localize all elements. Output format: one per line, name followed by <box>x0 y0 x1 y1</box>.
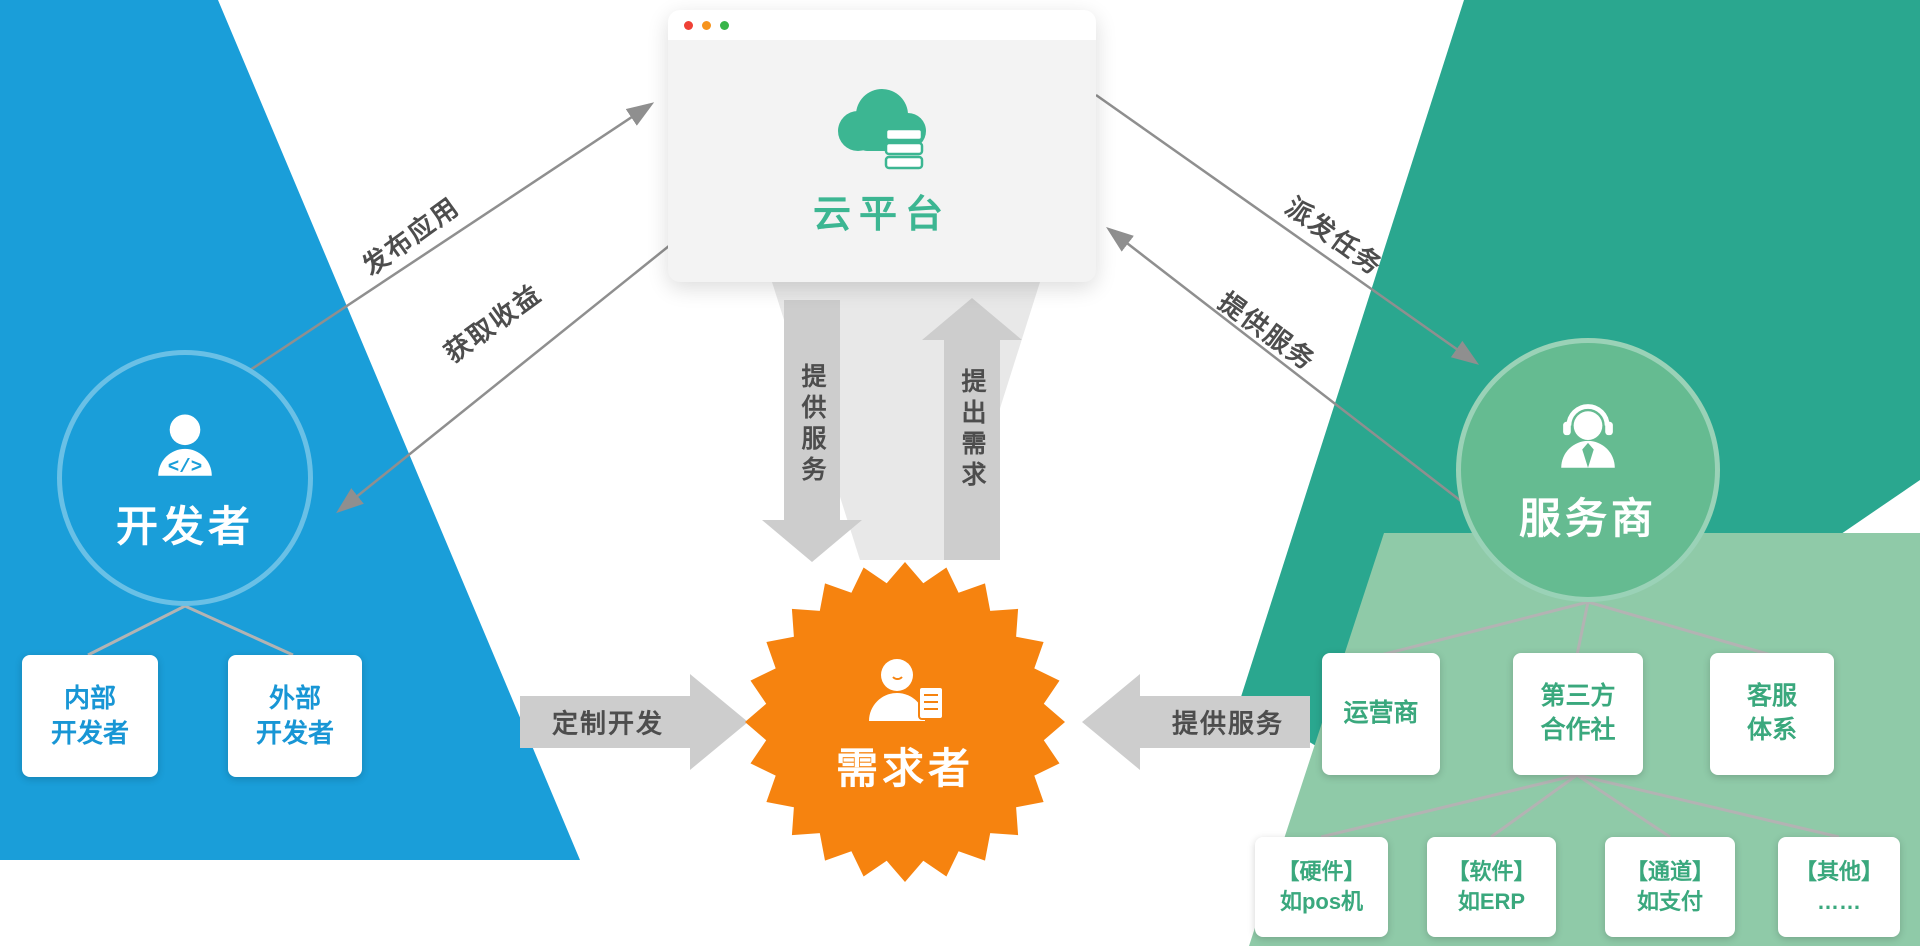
hardware-line1: 【硬件】 <box>1277 859 1366 885</box>
window-titlebar <box>668 10 1096 40</box>
other-line2: …… <box>1817 889 1861 914</box>
third-party-line2: 合作社 <box>1540 716 1616 744</box>
hardware-line2: 如pos机 <box>1279 889 1364 914</box>
customer-service-line2: 体系 <box>1746 716 1797 744</box>
label-cloud-to-demander: 提供服务 <box>798 363 826 487</box>
cloud-platform-window: 云平台 <box>668 10 1096 282</box>
provider-node: 服务商 <box>1456 338 1720 602</box>
channel-line2: 如支付 <box>1636 889 1703 914</box>
software-line2: 如ERP <box>1457 889 1526 914</box>
internal-developer-line1: 内部 <box>63 682 116 713</box>
provider-headset-icon <box>1561 403 1615 468</box>
hardware-box: 【硬件】 如pos机 <box>1255 837 1388 937</box>
operator-box: 运营商 <box>1322 653 1440 775</box>
window-dot-amber <box>702 20 711 30</box>
external-developer-line1: 外部 <box>268 682 321 713</box>
label-demander-to-cloud: 提出需求 <box>958 368 986 492</box>
customer-service-line1: 客服 <box>1746 682 1797 711</box>
arrow-demander-to-cloud <box>922 298 1022 560</box>
operator-line1: 运营商 <box>1343 699 1419 728</box>
label-provider-to-demander: 提供服务 <box>1171 708 1285 739</box>
cloud-stack-icon <box>838 88 926 169</box>
channel-line1: 【通道】 <box>1625 859 1714 885</box>
external-developer-line2: 开发者 <box>255 718 334 748</box>
demander-label: 需求者 <box>835 744 974 792</box>
internal-developer-box: 内部 开发者 <box>22 655 158 777</box>
customer-service-box: 客服 体系 <box>1710 653 1834 775</box>
developer-icon: </> <box>158 413 212 477</box>
label-dev-to-demander: 定制开发 <box>551 708 665 739</box>
arrow-cloud-to-demander <box>762 300 862 562</box>
external-developer-box: 外部 开发者 <box>228 655 362 777</box>
window-dot-red <box>684 20 693 30</box>
arrow-developer-to-demander <box>520 674 748 770</box>
channel-box: 【通道】 如支付 <box>1605 837 1735 937</box>
svg-text:</>: </> <box>168 455 202 477</box>
other-line1: 【其他】 <box>1794 859 1883 885</box>
cloud-platform-title: 云平台 <box>812 193 951 236</box>
connector-lines <box>87 600 1840 839</box>
developer-label: 开发者 <box>115 502 254 550</box>
demander-node: 需求者 <box>785 602 1025 842</box>
software-line1: 【软件】 <box>1447 859 1536 885</box>
window-dot-green <box>720 20 729 30</box>
internal-developer-line2: 开发者 <box>50 718 129 748</box>
demander-badge-shape <box>745 562 1065 882</box>
developer-node: </> 开发者 <box>57 350 313 606</box>
arrow-provider-to-demander <box>1082 674 1310 770</box>
diagonal-arrows <box>219 93 1480 514</box>
third-party-box: 第三方 合作社 <box>1513 653 1643 775</box>
provider-label: 服务商 <box>1518 494 1657 542</box>
demander-icon <box>869 658 944 721</box>
window-body: 云平台 <box>668 40 1096 282</box>
software-box: 【软件】 如ERP <box>1427 837 1556 937</box>
third-party-line1: 第三方 <box>1540 682 1616 711</box>
other-box: 【其他】 …… <box>1778 837 1900 937</box>
